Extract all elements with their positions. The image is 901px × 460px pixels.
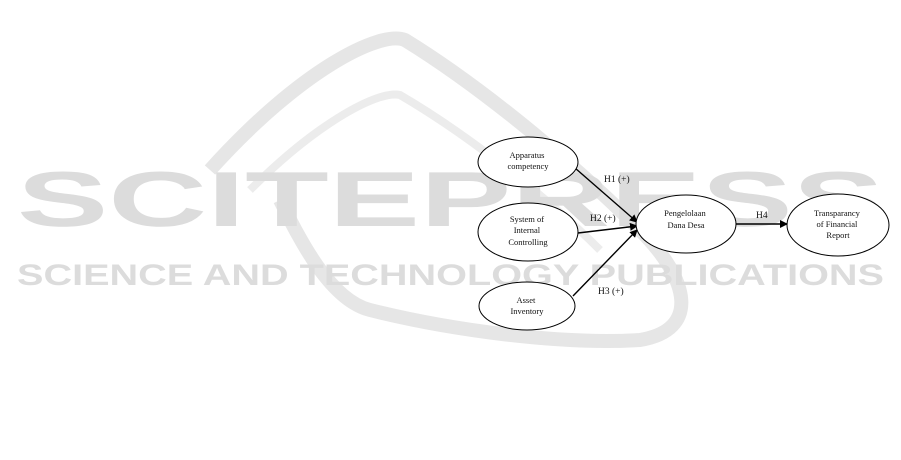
- node-apparatus-competency-line1: Apparatus: [509, 150, 544, 160]
- node-asset-inventory-line1: Asset: [516, 295, 536, 305]
- watermark: SCITEPRESS SCIENCE AND TECHNOLOGY PUBLIC…: [17, 39, 884, 341]
- node-pengelolaan-dana-desa: Pengelolaan Dana Desa: [636, 195, 736, 253]
- hypothesis-h4-label: H4: [756, 211, 768, 221]
- node-pengelolaan-dana-desa-line1: Pengelolaan: [664, 208, 706, 218]
- node-internal-controlling-line2: Internal: [514, 225, 541, 235]
- svg-text:Apparatus competency: Apparatus competency: [507, 150, 549, 171]
- node-apparatus-competency-line2: competency: [507, 161, 549, 171]
- node-transparency-financial-report-line3: Report: [826, 230, 850, 240]
- node-internal-controlling: System of Internal Controlling: [478, 203, 578, 261]
- hypothesis-h1-label: H1 (+): [604, 174, 630, 185]
- node-apparatus-competency: Apparatus competency: [478, 137, 578, 187]
- node-asset-inventory-line2: Inventory: [510, 306, 544, 316]
- hypothesis-h2-label: H2 (+): [590, 213, 616, 224]
- node-transparency-financial-report: Transparancy of Financial Report: [787, 194, 889, 256]
- node-transparency-financial-report-line1: Transparancy: [814, 208, 861, 218]
- watermark-line2: SCIENCE AND TECHNOLOGY PUBLICATIONS: [17, 259, 884, 292]
- hypothesis-h3-label: H3 (+): [598, 286, 624, 297]
- node-internal-controlling-line1: System of: [510, 214, 544, 224]
- node-asset-inventory: Asset Inventory: [479, 282, 575, 330]
- node-transparency-financial-report-line2: of Financial: [817, 219, 858, 229]
- watermark-line1: SCITEPRESS: [17, 155, 884, 243]
- node-internal-controlling-line3: Controlling: [508, 237, 548, 247]
- node-pengelolaan-dana-desa-line2: Dana Desa: [667, 220, 704, 230]
